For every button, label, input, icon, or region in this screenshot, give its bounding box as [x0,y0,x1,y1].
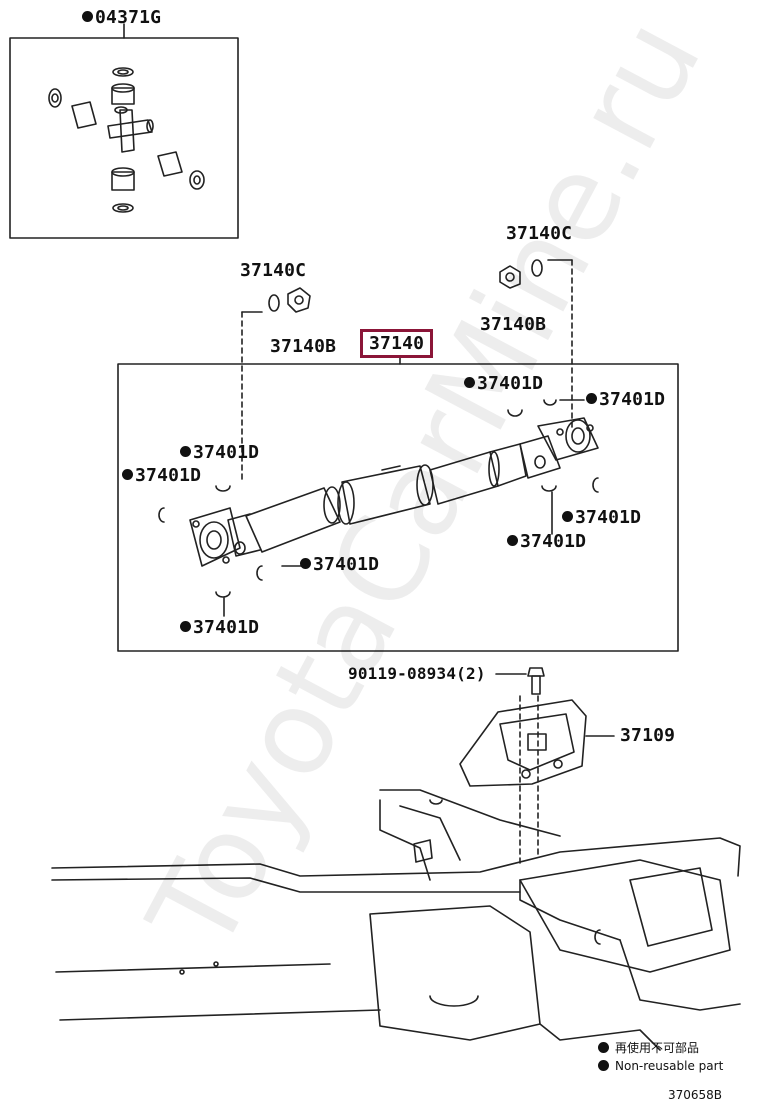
label-37401d-8[interactable]: 37401D [180,617,259,638]
label-kit[interactable]: 04371G [82,7,161,28]
non-reusable-dot-icon [507,535,518,546]
label-bracket[interactable]: 37109 [620,725,676,746]
bolt [495,667,545,865]
label-37140b-left[interactable]: 37140B [270,336,337,357]
label-bolt[interactable]: 90119-08934(2) [348,664,486,683]
bearing-cap-right [157,151,205,190]
label-37401d-7[interactable]: 37401D [300,554,379,575]
non-reusable-dot-icon [562,511,573,522]
label-37140c-left[interactable]: 37140C [240,260,307,281]
label-37401d-2[interactable]: 37401D [586,389,665,410]
center-bearing-bracket [459,699,615,787]
non-reusable-dot-icon [180,446,191,457]
non-reusable-dot-icon [300,558,311,569]
nut-washer-left [268,287,311,313]
label-37401d-3[interactable]: 37401D [180,442,259,463]
universal-joint-kit-box [9,23,239,239]
non-reusable-dot-icon [464,377,475,388]
label-37401d-1[interactable]: 37401D [464,373,543,394]
label-37401d-5[interactable]: 37401D [562,507,641,528]
label-37140b-right[interactable]: 37140B [480,314,547,335]
figure-id: 370658B [668,1088,723,1102]
bearing-cap-top [111,67,135,105]
nut-washer-right [499,259,543,289]
vehicle-frame [51,789,741,1051]
non-reusable-dot-icon [82,11,93,22]
non-reusable-dot-icon [122,469,133,480]
label-main-highlighted[interactable]: 37140 [360,329,434,358]
legend-dot-icon [598,1042,609,1053]
legend-dot-icon [598,1060,609,1071]
label-37140c-right[interactable]: 37140C [506,223,573,244]
label-37401d-4[interactable]: 37401D [122,465,201,486]
propeller-shaft-box [117,259,679,652]
propeller-shaft [189,417,599,567]
legend-en: Non-reusable part [598,1059,723,1073]
snap-rings [158,399,599,617]
non-reusable-dot-icon [180,621,191,632]
bearing-cap-left [48,88,97,129]
non-reusable-dot-icon [586,393,597,404]
bearing-cap-bottom [111,167,135,213]
legend-cn: 再使用不可部品 [598,1039,699,1056]
label-37401d-6[interactable]: 37401D [507,531,586,552]
